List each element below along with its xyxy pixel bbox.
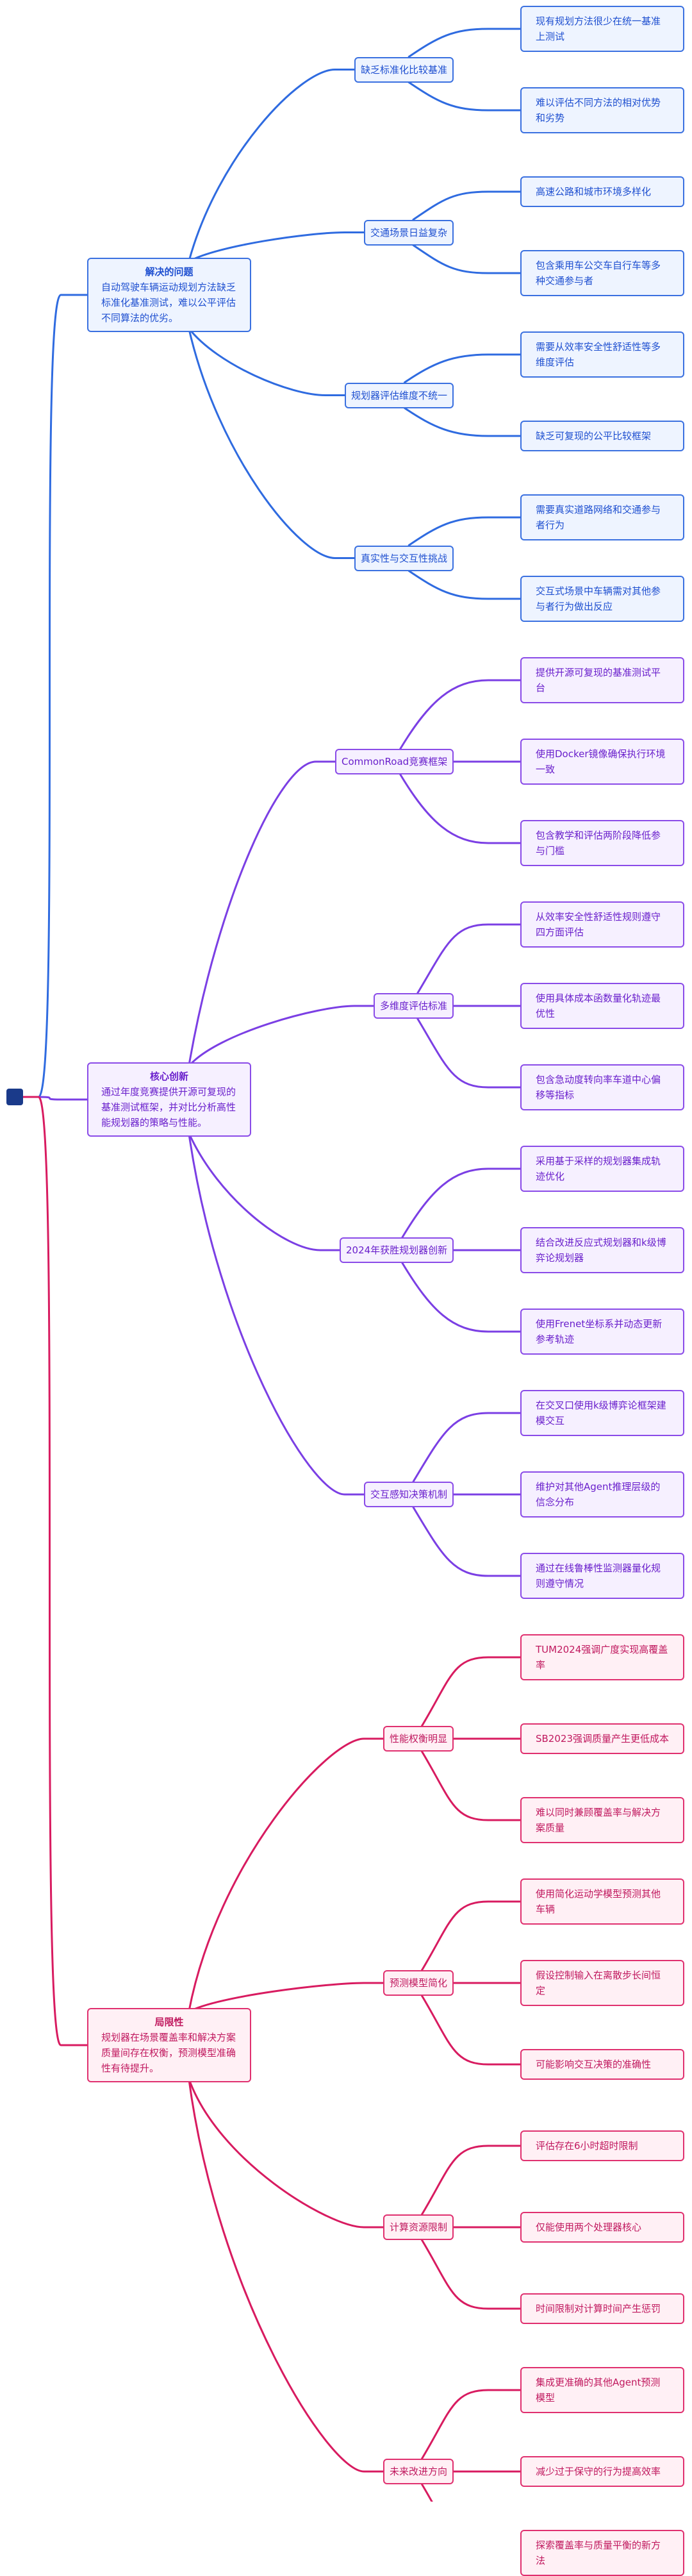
leaf-edge bbox=[421, 2483, 433, 2502]
leaf-edge bbox=[408, 516, 522, 546]
leaf-node[interactable]: 高速公路和城市环境多样化 bbox=[520, 176, 684, 207]
subtopic-edge bbox=[188, 2077, 384, 2229]
branch-node-1[interactable]: 核心创新通过年度竞赛提供开源可复现的基准测试框架，并对比分析高性能规划器的策略与… bbox=[87, 1062, 251, 1137]
leaf-node[interactable]: 集成更准确的其他Agent预测模型 bbox=[520, 2367, 684, 2413]
leaf-edge bbox=[408, 81, 522, 112]
leaf-edge bbox=[412, 1506, 522, 1577]
branch-title: 核心创新 bbox=[149, 1071, 188, 1082]
leaf-node[interactable]: 维护对其他Agent推理层级的信念分布 bbox=[520, 1471, 684, 1518]
leaf-node[interactable]: 难以评估不同方法的相对优势和劣势 bbox=[520, 87, 684, 133]
branch-description: 规划器在场景覆盖率和解决方案质量间存在权衡，预测模型准确性有待提升。 bbox=[101, 2032, 236, 2074]
subtopic-edge bbox=[188, 1982, 384, 2013]
leaf-edge bbox=[412, 1412, 522, 1483]
subtopic-node[interactable]: 缺乏标准化比较基准 bbox=[354, 56, 454, 83]
subtopic-edge bbox=[188, 1737, 384, 2013]
subtopic-edge bbox=[188, 760, 336, 1067]
subtopic-node[interactable]: 未来改进方向 bbox=[383, 2459, 454, 2484]
leaf-node[interactable]: 需要从效率安全性舒适性等多维度评估 bbox=[520, 331, 684, 378]
root-node[interactable] bbox=[6, 1089, 23, 1105]
leaf-node[interactable]: 评估存在6小时超时限制 bbox=[520, 2130, 684, 2161]
leaf-edge bbox=[408, 570, 522, 600]
leaf-node[interactable]: 使用简化运动学模型预测其他车辆 bbox=[520, 1878, 684, 1925]
leaf-edge bbox=[416, 1017, 522, 1089]
leaf-edge bbox=[412, 244, 522, 274]
subtopic-edge bbox=[188, 1132, 365, 1496]
leaf-node[interactable]: 缺乏可复现的公平比较框架 bbox=[520, 421, 684, 451]
subtopic-edge bbox=[188, 69, 356, 263]
subtopic-edge bbox=[188, 231, 365, 263]
subtopic-node[interactable]: 多维度评估标准 bbox=[374, 993, 454, 1019]
leaf-edge bbox=[401, 1167, 522, 1239]
subtopic-node[interactable]: 真实性与交互性挑战 bbox=[354, 545, 454, 571]
leaf-node[interactable]: 减少过于保守的行为提高效率 bbox=[520, 2456, 684, 2487]
connector-lines bbox=[21, 28, 522, 2502]
leaf-node[interactable]: 包含乘用车公交车自行车等多种交通参与者 bbox=[520, 250, 684, 296]
leaf-edge bbox=[399, 679, 522, 750]
subtopic-node[interactable]: 计算资源限制 bbox=[383, 2214, 454, 2240]
subtopic-node[interactable]: 交通场景日益复杂 bbox=[364, 219, 454, 246]
leaf-edge bbox=[421, 2145, 522, 2216]
leaf-edge bbox=[421, 1750, 522, 1821]
leaf-edge bbox=[421, 2239, 522, 2310]
subtopic-node[interactable]: 性能权衡明显 bbox=[383, 1726, 454, 1752]
subtopic-edge bbox=[188, 327, 346, 396]
root-edge bbox=[21, 1096, 88, 1101]
leaf-edge bbox=[421, 1656, 522, 1727]
subtopic-edge bbox=[188, 2077, 384, 2473]
branch-title: 局限性 bbox=[154, 2016, 184, 2028]
leaf-node[interactable]: 时间限制对计算时间产生惩罚 bbox=[520, 2293, 684, 2324]
subtopic-edge bbox=[188, 1005, 375, 1067]
leaf-edge bbox=[421, 1900, 522, 1971]
branch-description: 自动驾驶车辆运动规划方法缺乏标准化基准测试，难以公平评估不同算法的优劣。 bbox=[101, 281, 236, 324]
leaf-node[interactable]: 可能影响交互决策的准确性 bbox=[520, 2049, 684, 2080]
leaf-edge bbox=[401, 1262, 522, 1333]
leaf-node[interactable]: SB2023强调质量产生更低成本 bbox=[520, 1723, 684, 1754]
leaf-node[interactable]: 包含急动度转向率车道中心偏移等指标 bbox=[520, 1064, 684, 1110]
leaf-edge bbox=[404, 407, 522, 437]
leaf-node[interactable]: 使用具体成本函数量化轨迹最优性 bbox=[520, 983, 684, 1029]
leaf-node[interactable]: 需要真实道路网络和交通参与者行为 bbox=[520, 494, 684, 540]
branch-description: 通过年度竞赛提供开源可复现的基准测试框架，并对比分析高性能规划器的策略与性能。 bbox=[101, 1086, 236, 1128]
leaf-node[interactable]: 交互式场景中车辆需对其他参与者行为做出反应 bbox=[520, 576, 684, 622]
leaf-node[interactable]: 仅能使用两个处理器核心 bbox=[520, 2212, 684, 2243]
leaf-node[interactable]: 难以同时兼顾覆盖率与解决方案质量 bbox=[520, 1797, 684, 1843]
leaf-node[interactable]: 从效率安全性舒适性规则遵守四方面评估 bbox=[520, 901, 684, 948]
root-edge bbox=[21, 294, 88, 1098]
leaf-edge bbox=[412, 190, 522, 221]
subtopic-node[interactable]: 预测模型简化 bbox=[383, 1970, 454, 1996]
leaf-node[interactable]: 通过在线鲁棒性监测器量化规则遵守情况 bbox=[520, 1553, 684, 1599]
leaf-edge bbox=[416, 923, 522, 994]
leaf-node[interactable]: 假设控制输入在离散步长间恒定 bbox=[520, 1960, 684, 2006]
leaf-node[interactable]: 使用Docker镜像确保执行环境一致 bbox=[520, 739, 684, 785]
subtopic-node[interactable]: CommonRoad竞赛框架 bbox=[335, 749, 454, 774]
branch-title: 解决的问题 bbox=[145, 266, 194, 278]
branch-node-0[interactable]: 解决的问题自动驾驶车辆运动规划方法缺乏标准化基准测试，难以公平评估不同算法的优劣… bbox=[87, 258, 251, 332]
branch-node-2[interactable]: 局限性规划器在场景覆盖率和解决方案质量间存在权衡，预测模型准确性有待提升。 bbox=[87, 2008, 251, 2082]
subtopic-edge bbox=[188, 1132, 341, 1251]
leaf-node[interactable]: 包含教学和评估两阶段降低参与门槛 bbox=[520, 820, 684, 866]
leaf-edge bbox=[421, 2389, 522, 2460]
leaf-node[interactable]: 采用基于采样的规划器集成轨迹优化 bbox=[520, 1146, 684, 1192]
leaf-edge bbox=[421, 1995, 522, 2066]
leaf-node[interactable]: 现有规划方法很少在统一基准上测试 bbox=[520, 6, 684, 52]
leaf-node[interactable]: 在交叉口使用k级博弈论框架建模交互 bbox=[520, 1390, 684, 1436]
leaf-edge bbox=[399, 773, 522, 844]
leaf-edge bbox=[408, 28, 522, 58]
leaf-node[interactable]: 结合改进反应式规划器和k级博弈论规划器 bbox=[520, 1227, 684, 1273]
subtopic-node[interactable]: 交互感知决策机制 bbox=[364, 1482, 454, 1507]
subtopic-edge bbox=[188, 327, 356, 559]
root-edge bbox=[21, 1096, 88, 2046]
leaf-node[interactable]: 使用Frenet坐标系并动态更新参考轨迹 bbox=[520, 1309, 684, 1355]
subtopic-node[interactable]: 规划器评估维度不统一 bbox=[345, 382, 454, 408]
leaf-node[interactable]: 探索覆盖率与质量平衡的新方法 bbox=[520, 2530, 684, 2576]
leaf-node[interactable]: TUM2024强调广度实现高覆盖率 bbox=[520, 1634, 684, 1680]
leaf-node[interactable]: 提供开源可复现的基准测试平台 bbox=[520, 657, 684, 703]
subtopic-node[interactable]: 2024年获胜规划器创新 bbox=[340, 1237, 454, 1263]
leaf-edge bbox=[404, 353, 522, 383]
